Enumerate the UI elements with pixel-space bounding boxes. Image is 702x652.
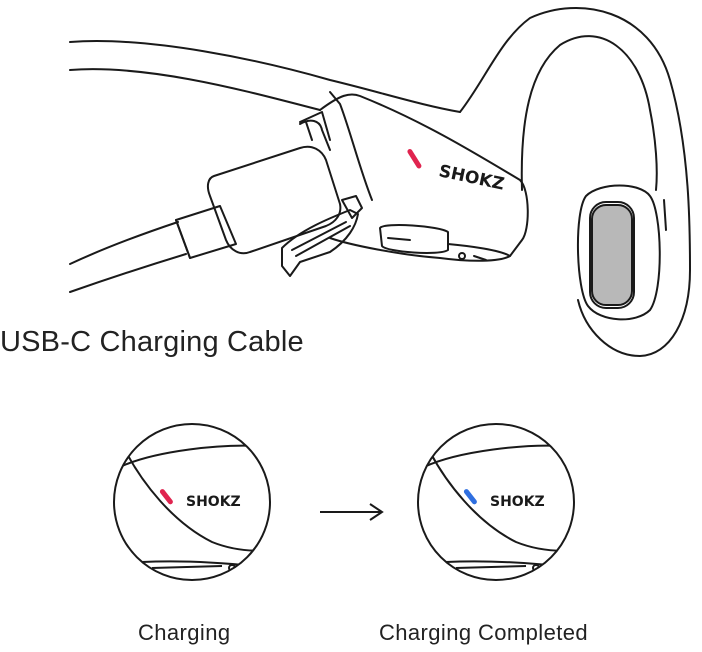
led-indicator-main xyxy=(407,149,422,169)
neckband-bottom-edge xyxy=(69,68,321,111)
charging-zoom: SHOKZ xyxy=(113,423,271,581)
transducer-body xyxy=(319,93,529,262)
led-indicator-completed xyxy=(463,489,477,505)
usb-c-cable xyxy=(69,221,179,265)
neckband-top-edge xyxy=(69,40,461,113)
charging-completed-state-label: Charging Completed xyxy=(379,620,588,645)
cable-strain-relief xyxy=(175,205,237,259)
brand-logo-completed: SHOKZ xyxy=(490,494,545,510)
right-arrow-icon xyxy=(320,503,384,521)
ear-hook-outer xyxy=(459,7,691,357)
speaker-pod-inner xyxy=(591,204,633,306)
port-cover-flap xyxy=(281,209,359,277)
ear-hook-inner xyxy=(520,35,658,191)
transducer-edge xyxy=(329,91,373,201)
charging-state-label: Charging xyxy=(138,620,231,645)
led-indicator-charging xyxy=(159,489,173,505)
charging-port xyxy=(379,224,449,254)
speaker-pod-outer xyxy=(576,184,661,321)
usb-c-plug xyxy=(206,145,342,255)
usb-c-cable-label: USB-C Charging Cable xyxy=(0,326,304,358)
brand-logo-charging: SHOKZ xyxy=(186,494,241,510)
transducer-inner-line xyxy=(299,111,331,141)
charging-completed-zoom: SHOKZ xyxy=(417,423,575,581)
